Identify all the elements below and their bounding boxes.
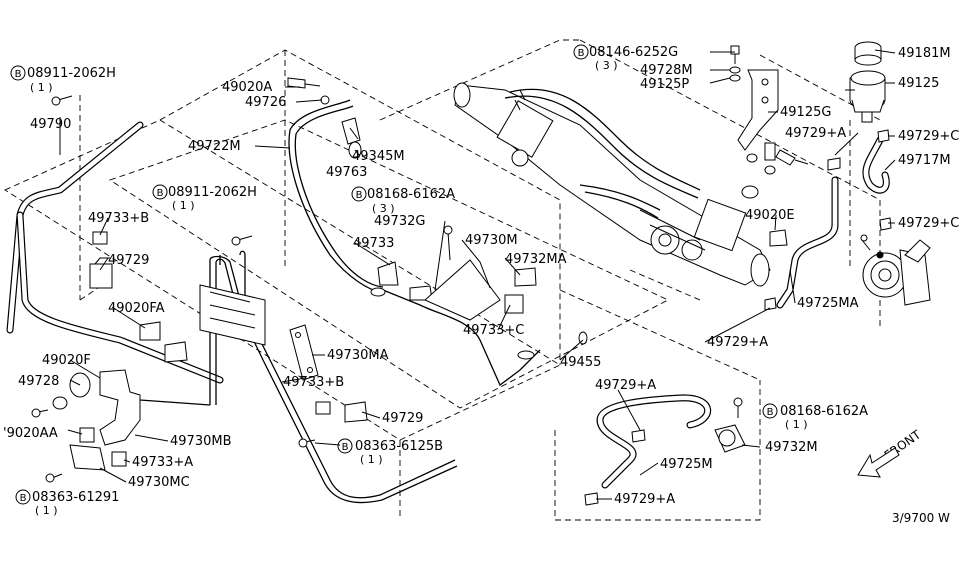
tubes: [109, 99, 541, 504]
bolt-marker-icon: B: [351, 186, 367, 202]
label-49732G: 49732G: [374, 214, 425, 229]
label-49728: 49728: [18, 374, 59, 389]
bolt-marker-icon: B: [762, 403, 778, 419]
small-parts: [31, 77, 892, 506]
qty-08168-6162A-right: ( 1 ): [785, 418, 808, 431]
label-49790: 49790: [30, 117, 71, 132]
part-labels: 49181M 49125 08146-6252G 49728M 49125P 4…: [3, 45, 959, 525]
label-49725MA: 49725MA: [797, 296, 859, 311]
label-08363-61291: 08363-61291: [32, 490, 119, 505]
bolt-marker-icon: B: [573, 44, 589, 60]
qty-08168-6162A-center: ( 3 ): [372, 202, 395, 215]
bolt-markers: B B B B B B B: [10, 44, 778, 505]
label-49728M: 49728M: [640, 63, 693, 78]
label-49730MC: 49730MC: [128, 475, 190, 490]
label-9020AA: '9020AA: [3, 426, 58, 441]
label-49020A: 49020A: [222, 80, 272, 95]
label-49722M: 49722M: [188, 139, 241, 154]
label-49125: 49125: [898, 76, 939, 91]
label-49763: 49763: [326, 165, 367, 180]
label-49717M: 49717M: [898, 153, 951, 168]
quantity-labels: ( 3 ) ( 1 ) ( 1 ) ( 3 ) ( 1 ) ( 1 ) ( 1 …: [30, 59, 808, 517]
bolt-marker-icon: B: [337, 438, 353, 454]
label-49020FA: 49020FA: [108, 301, 165, 316]
label-49730M: 49730M: [465, 233, 518, 248]
front-arrow-icon: [857, 447, 900, 478]
label-49732MA: 49732MA: [505, 252, 567, 267]
hoses: [6, 121, 890, 489]
label-49729-center: 49729: [382, 411, 423, 426]
svg-text:B: B: [356, 190, 363, 201]
label-49725M: 49725M: [660, 457, 713, 472]
reservoir: [845, 41, 886, 123]
svg-text:B: B: [15, 69, 22, 80]
label-49726: 49726: [245, 95, 286, 110]
diagram-reference-code: 3/9700 W: [892, 511, 950, 525]
label-49345M: 49345M: [352, 149, 405, 164]
label-08911-2062H-left: 08911-2062H: [27, 66, 116, 81]
bolt-marker-icon: B: [15, 489, 31, 505]
leader-lines: [59, 49, 896, 500]
label-49455: 49455: [560, 355, 601, 370]
svg-text:B: B: [20, 493, 27, 504]
label-49729-a-right: 49729+A: [707, 335, 768, 350]
label-08363-6125B: 08363-6125B: [355, 439, 443, 454]
svg-text:B: B: [342, 442, 349, 453]
qty-08363-61291: ( 1 ): [35, 504, 58, 517]
svg-text:B: B: [157, 188, 164, 199]
label-49732M: 49732M: [765, 440, 818, 455]
qty-08911-2062H-center: ( 1 ): [172, 199, 195, 212]
qty-08146-6252G: ( 3 ): [595, 59, 618, 72]
label-08168-6162A-center: 08168-6162A: [367, 187, 455, 202]
label-49733-b-center: 49733+B: [283, 375, 344, 390]
reservoir-bracket: [729, 45, 809, 175]
label-49020F: 49020F: [42, 353, 91, 368]
qty-08911-2062H-left: ( 1 ): [30, 81, 53, 94]
label-49733-b-left: 49733+B: [88, 211, 149, 226]
qty-08363-6125B: ( 1 ): [360, 453, 383, 466]
label-49729-c-mid: 49729+C: [898, 216, 959, 231]
label-49729-c-top: 49729+C: [898, 129, 959, 144]
label-49729-a-top: 49729+A: [785, 126, 846, 141]
label-49729-a-bottom: 49729+A: [595, 378, 656, 393]
label-49729-a-lowest: 49729+A: [614, 492, 675, 507]
label-49729-left: 49729: [108, 253, 149, 268]
label-49020E: 49020E: [745, 208, 795, 223]
label-49733: 49733: [353, 236, 394, 251]
label-49730MB: 49730MB: [170, 434, 232, 449]
label-49730MA: 49730MA: [327, 348, 389, 363]
label-49733-c: 49733+C: [463, 323, 524, 338]
bolt-marker-icon: B: [152, 184, 168, 200]
bolt-marker-icon: B: [10, 65, 26, 81]
svg-text:B: B: [578, 48, 585, 59]
steering-rack: [453, 82, 771, 287]
label-08168-6162A-right: 08168-6162A: [780, 404, 868, 419]
label-49733-a: 49733+A: [132, 455, 193, 470]
label-49125G: 49125G: [780, 105, 831, 120]
label-08146-6252G: 08146-6252G: [589, 45, 678, 60]
label-08911-2062H-center: 08911-2062H: [168, 185, 257, 200]
svg-text:B: B: [767, 407, 774, 418]
power-steering-pump: [860, 234, 931, 306]
label-49181M: 49181M: [898, 46, 951, 61]
label-49125P: 49125P: [640, 77, 689, 92]
